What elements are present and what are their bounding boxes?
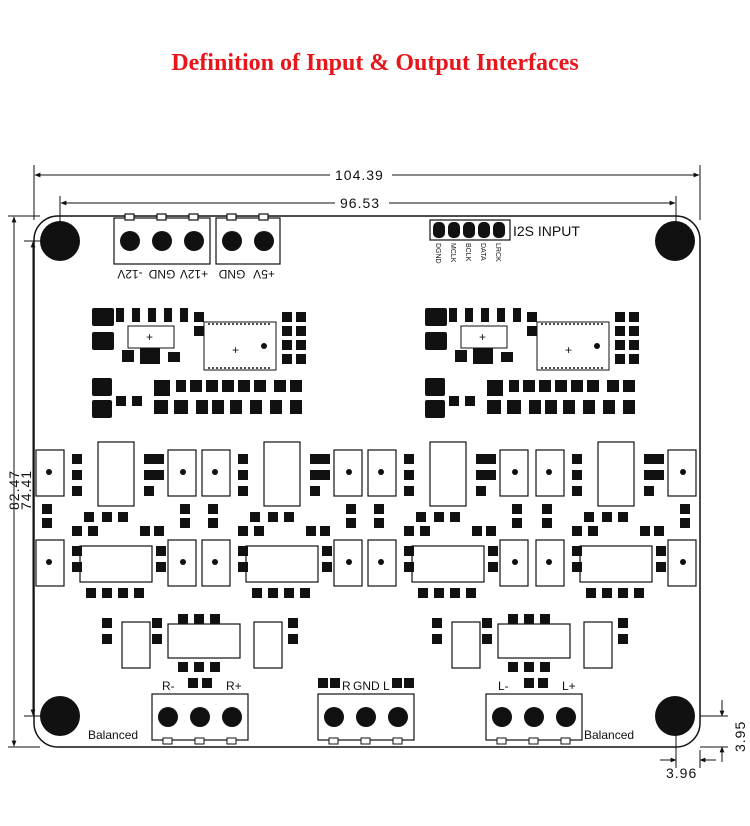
dim-total-height: 82.47 [6, 470, 22, 510]
power-label: +12V [180, 267, 208, 281]
opamp-block [201, 441, 363, 598]
power-label: +5V [253, 267, 275, 281]
dac-section-left: + + [92, 308, 306, 418]
page-title: Definition of Input & Output Interfaces [171, 50, 579, 76]
dimension-labels: 104.39 96.53 82.47 74.41 3.95 3.96 [6, 165, 748, 781]
power-label: GND [148, 267, 175, 281]
output-pin-label: L+ [562, 679, 576, 693]
dim-total-width: 104.39 [335, 167, 384, 183]
output-pin-label: L [383, 679, 390, 693]
output-pin-label: R- [162, 679, 175, 693]
mounting-hole [655, 221, 695, 261]
i2s-pin-label: LRCK [494, 243, 501, 262]
power-label: -12V [117, 267, 142, 281]
opamp-block [367, 441, 529, 598]
svg-text:+: + [479, 330, 486, 344]
i2s-pin-label: BCLK [464, 243, 471, 262]
dim-hole-spacing-y: 74.41 [18, 470, 34, 510]
output-pin-label: R [342, 679, 351, 693]
output-connector-center: R GND L [317, 678, 415, 745]
i2s-header: I2S INPUT DGND MCLK BCLK DATA LRCK [429, 219, 580, 264]
mounting-holes [40, 221, 695, 736]
output-connector-left: R- R+ Balanced [88, 678, 249, 745]
balanced-label: Balanced [88, 728, 138, 742]
svg-text:+: + [232, 343, 239, 357]
dim-hole-offset-y: 3.95 [732, 721, 748, 752]
svg-text:+: + [565, 343, 572, 357]
opamp-array [35, 441, 697, 672]
output-pin-label: L- [498, 679, 509, 693]
output-pin-label: GND [353, 679, 380, 693]
filter-block [102, 614, 298, 672]
dac-section-right: + + [425, 308, 639, 418]
pcb-outline [33, 215, 701, 748]
i2s-pin-label: MCLK [449, 243, 456, 263]
output-pin-label: R+ [226, 679, 242, 693]
mounting-hole [40, 221, 80, 261]
svg-text:+: + [146, 330, 153, 344]
output-connector-right: L- L+ Balanced [485, 678, 634, 745]
i2s-title: I2S INPUT [513, 223, 580, 239]
power-label: GND [218, 267, 245, 281]
mounting-hole [40, 696, 80, 736]
filter-block [432, 614, 628, 672]
mounting-hole [655, 696, 695, 736]
i2s-pin-label: DATA [479, 243, 486, 261]
dim-hole-offset-x: 3.96 [666, 765, 697, 781]
power-connector [113, 213, 281, 265]
power-labels: -12V GND +12V GND +5V [117, 267, 275, 281]
i2s-pin-label: DGND [434, 243, 441, 264]
opamp-block [535, 441, 697, 598]
dim-hole-spacing-x: 96.53 [340, 195, 380, 211]
balanced-label: Balanced [584, 728, 634, 742]
opamp-block [35, 441, 197, 598]
